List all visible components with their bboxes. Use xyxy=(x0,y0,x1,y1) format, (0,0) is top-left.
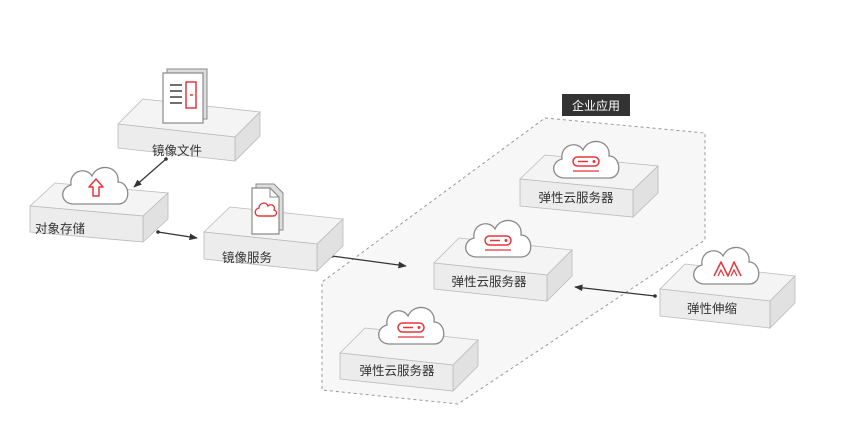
node-ecs-bottom-label: 弹性云服务器 xyxy=(359,363,435,378)
node-object-storage-label: 对象存储 xyxy=(35,221,85,236)
node-image-file-label: 镜像文件 xyxy=(152,143,202,158)
node-ecs-top[interactable]: 弹性云服务器 xyxy=(519,140,659,218)
document-door-icon xyxy=(162,68,208,124)
arrow-scaling-to-ecs-start xyxy=(653,294,657,298)
cloud-upload-icon xyxy=(62,166,129,205)
node-image-service[interactable]: 镜像服务 xyxy=(203,183,344,272)
arrow-storage-to-image-service xyxy=(157,231,198,241)
node-image-service-label: 镜像服务 xyxy=(222,250,272,265)
arrow-image-file-to-storage xyxy=(133,158,167,188)
node-ecs-mid-label: 弹性云服务器 xyxy=(451,274,527,289)
cloud-server-icon xyxy=(553,140,620,179)
node-auto-scaling[interactable]: 弹性伸缩 xyxy=(659,246,796,329)
cloud-server-icon xyxy=(465,219,532,258)
node-image-file[interactable]: 镜像文件 xyxy=(117,68,261,162)
cloud-server-icon xyxy=(378,306,445,345)
arrow-scaling-to-ecs xyxy=(574,284,656,297)
node-object-storage[interactable]: 对象存储 xyxy=(29,166,169,243)
arrow-image-file-to-storage-start xyxy=(164,157,168,161)
node-ecs-top-label: 弹性云服务器 xyxy=(538,190,614,205)
group-badge xyxy=(562,94,630,116)
cloud-scaling-icon xyxy=(693,246,760,285)
group-label: 企业应用 xyxy=(572,98,620,113)
arrow-storage-to-image-service-start xyxy=(156,230,160,234)
file-cloud-icon xyxy=(251,183,284,235)
node-ecs-mid[interactable]: 弹性云服务器 xyxy=(433,219,573,302)
arrow-image-service-to-ecs xyxy=(331,255,407,269)
node-auto-scaling-label: 弹性伸缩 xyxy=(687,301,737,316)
node-ecs-bottom[interactable]: 弹性云服务器 xyxy=(339,306,479,392)
